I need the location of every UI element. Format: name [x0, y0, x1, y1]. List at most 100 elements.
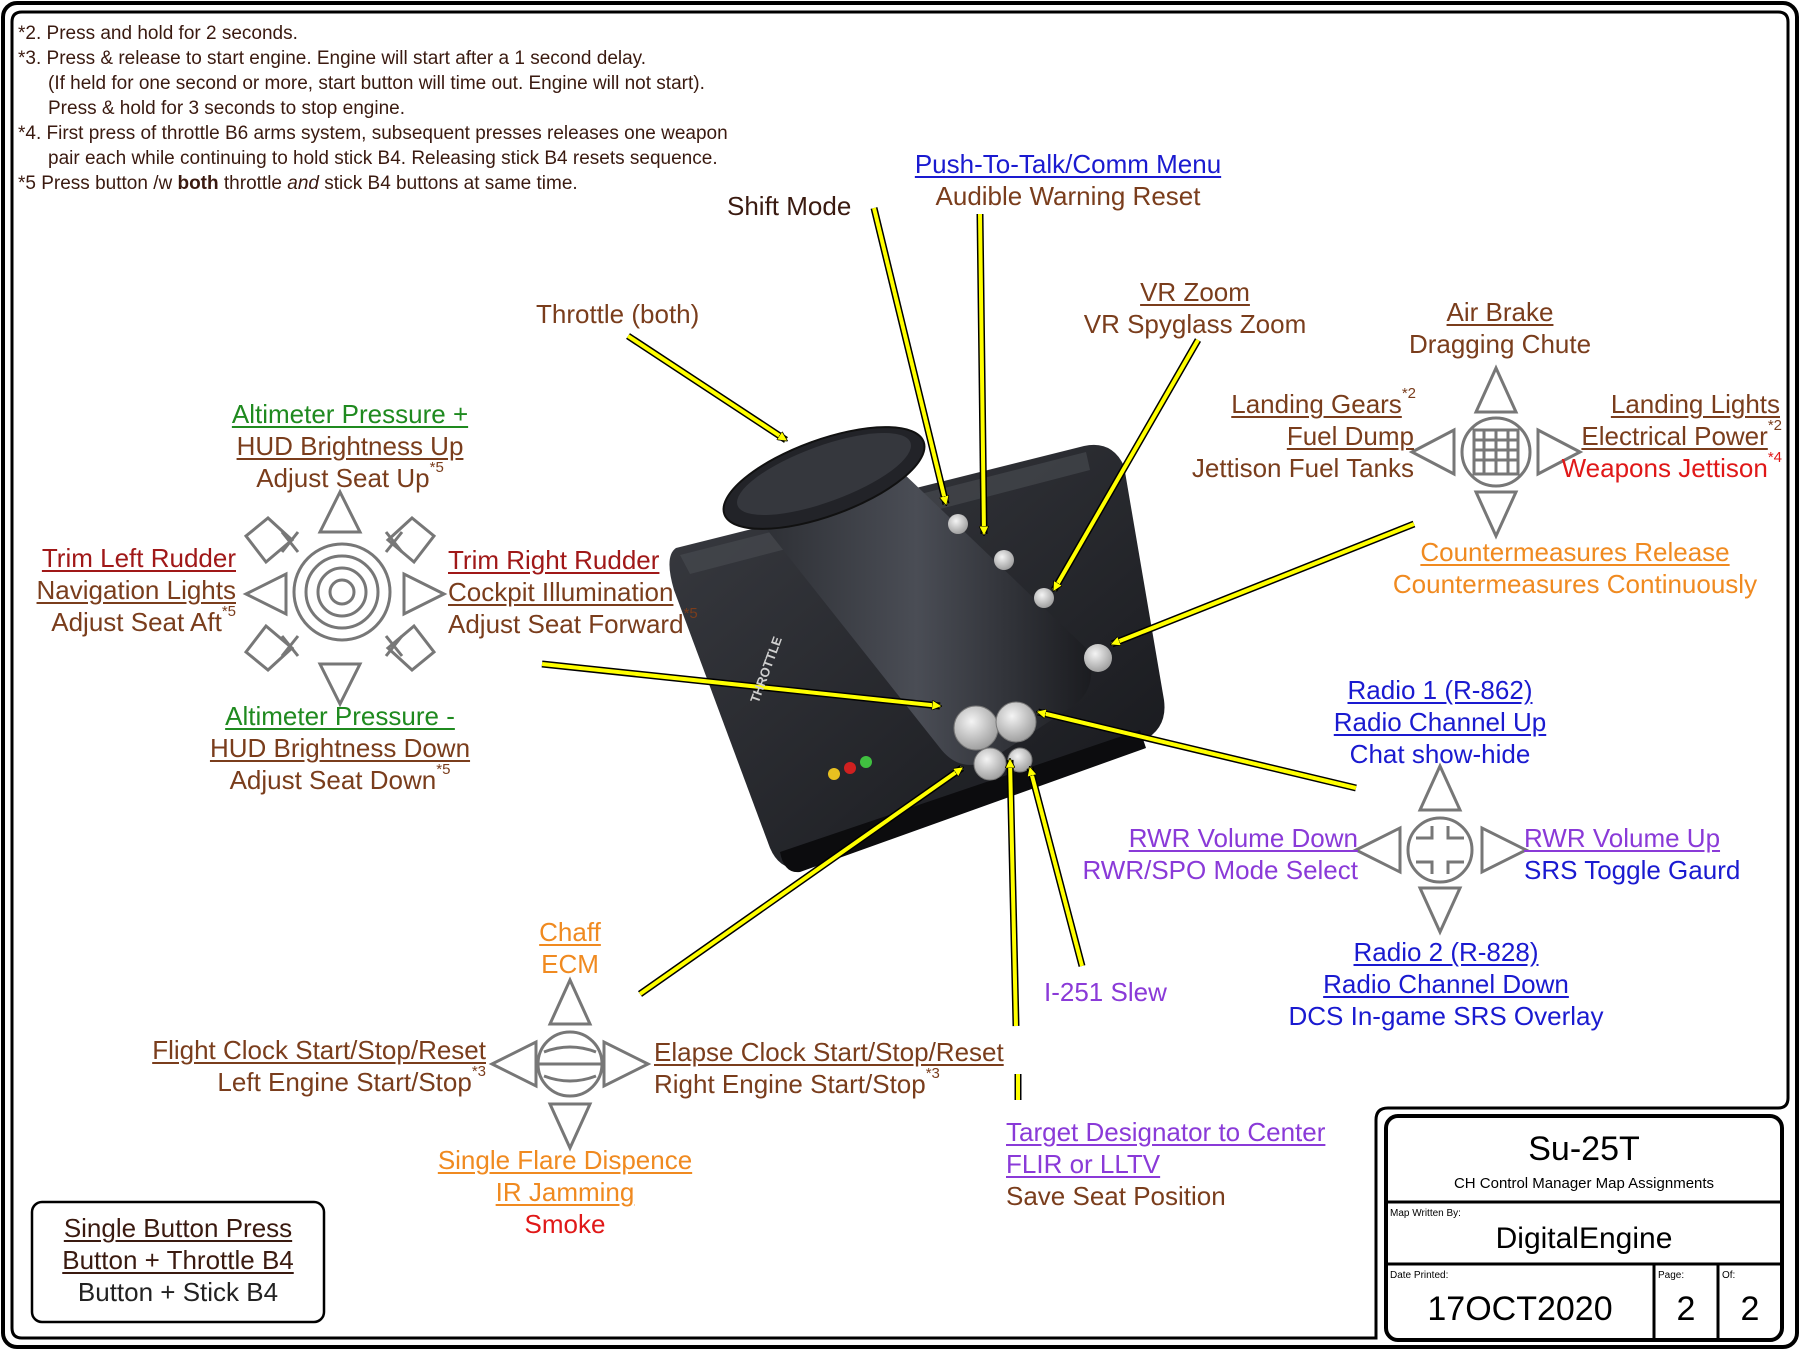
- label-rwr-down: RWR Volume Down: [1128, 823, 1358, 853]
- label-seat-up: Adjust Seat Up*5: [200, 459, 500, 494]
- footnote-mark: *3: [925, 1065, 940, 1082]
- label-trim-right: Trim Right Rudder: [448, 545, 660, 575]
- label-shift-mode: Shift Mode: [727, 191, 852, 221]
- label-vr-zoom: VR Zoom: [1140, 277, 1250, 307]
- footnote-mark: *2: [1767, 417, 1782, 434]
- arrow-cm: [1112, 522, 1415, 644]
- label-left-engine: Left Engine Start/Stop*3: [80, 1063, 486, 1098]
- footnote-mark: *4: [1767, 449, 1782, 466]
- label-jettison-fuel: Jettison Fuel Tanks: [1191, 453, 1414, 483]
- label-elapse-clock: Elapse Clock Start/Stop/Reset: [654, 1037, 1004, 1067]
- left-engine-text: Left Engine Start/Stop: [217, 1067, 472, 1097]
- electrical-power-text: Electrical Power: [1581, 421, 1768, 451]
- label-alt-plus: Altimeter Pressure +: [231, 399, 469, 429]
- label-dragging-chute: Dragging Chute: [1408, 329, 1592, 359]
- footnote-mark: *3: [471, 1063, 486, 1080]
- seat-up-text: Adjust Seat Up: [256, 463, 430, 493]
- footnote-mark: *5: [429, 459, 444, 476]
- label-landing-gears: Landing Gears*2: [1100, 385, 1416, 420]
- throttle-device: [669, 426, 1165, 873]
- footnote-mark: *5: [221, 603, 236, 620]
- note-4a: *4. First press of throttle B6 arms syst…: [18, 123, 728, 144]
- arrow-ptt: [978, 213, 984, 534]
- note-5-pre: *5 Press button /w: [18, 173, 178, 194]
- arrow-clock: [638, 768, 962, 996]
- footnote-mark: *5: [683, 605, 698, 622]
- label-i251: I-251 Slew: [1044, 977, 1167, 1007]
- label-srs-toggle: SRS Toggle Gaurd: [1524, 855, 1741, 885]
- label-chaff: Chaff: [539, 917, 601, 947]
- author-name: DigitalEngine: [1495, 1222, 1673, 1255]
- note-5-bold: both: [177, 173, 219, 194]
- note-3c: Press & hold for 3 seconds to stop engin…: [48, 98, 405, 119]
- footnote-mark: *2: [1401, 385, 1416, 402]
- note-5-mid: throttle: [218, 173, 288, 194]
- label-seat-down: Adjust Seat Down*5: [190, 761, 490, 796]
- radio-hat: [1352, 762, 1530, 936]
- label-radio2: Radio 2 (R-828): [1353, 937, 1539, 967]
- airbrake-hat: [1408, 364, 1584, 540]
- label-rwr-up: RWR Volume Up: [1524, 823, 1721, 853]
- legend-single: Single Button Press: [63, 1213, 293, 1243]
- label-flir: FLIR or LLTV: [1006, 1149, 1161, 1179]
- label-seat-aft: Adjust Seat Aft*5: [14, 603, 236, 638]
- label-smoke: Smoke: [524, 1209, 606, 1239]
- label-chat: Chat show-hide: [1349, 739, 1531, 769]
- clock-hat: [488, 976, 652, 1152]
- aircraft-title: Su-25T: [1528, 1130, 1640, 1168]
- label-hud-down: HUD Brightness Down: [209, 733, 471, 763]
- seat-aft-text: Adjust Seat Aft: [51, 607, 222, 637]
- arrow-shift: [872, 207, 946, 504]
- label-single-flare: Single Flare Dispence: [437, 1145, 693, 1175]
- title-block-frame: [1384, 1114, 1784, 1342]
- label-electrical-power: Electrical Power*2: [1500, 417, 1782, 452]
- label-radio-ch-down: Radio Channel Down: [1323, 969, 1569, 999]
- seat-forward-text: Adjust Seat Forward: [448, 609, 684, 639]
- arrow-radio: [1038, 712, 1357, 790]
- label-dcs-srs: DCS In-game SRS Overlay: [1288, 1001, 1604, 1031]
- label-rwr-spo: RWR/SPO Mode Select: [1082, 855, 1358, 885]
- label-weapons-jettison: Weapons Jettison*4: [1500, 449, 1782, 484]
- label-vr-spyglass: VR Spyglass Zoom: [1083, 309, 1307, 339]
- label-cockpit-illum: Cockpit Illumination: [448, 577, 674, 607]
- date-label: Date Printed:: [1390, 1270, 1449, 1281]
- label-throttle-both: Throttle (both): [536, 299, 700, 329]
- label-ir-jamming: IR Jamming: [495, 1177, 635, 1207]
- x-marks: [280, 531, 404, 657]
- label-hud-up: HUD Brightness Up: [236, 431, 464, 461]
- right-engine-text: Right Engine Start/Stop: [654, 1069, 926, 1099]
- label-nav-lights: Navigation Lights: [36, 575, 236, 605]
- note-5-post: stick B4 buttons at same time.: [318, 173, 578, 194]
- label-fuel-dump: Fuel Dump: [1286, 421, 1414, 451]
- note-2: *2. Press and hold for 2 seconds.: [18, 23, 298, 44]
- label-cm-release: Countermeasures Release: [1420, 537, 1730, 567]
- arrow-target: [1010, 760, 1018, 1027]
- date-printed: 17OCT2020: [1427, 1290, 1613, 1328]
- label-target-designator: Target Designator to Center: [1006, 1117, 1326, 1147]
- arrow-vr: [1052, 339, 1200, 590]
- arrow-i251: [1030, 768, 1084, 967]
- footnote-mark: *5: [436, 761, 451, 778]
- label-landing-lights: Landing Lights: [1610, 389, 1780, 419]
- label-trim-left: Trim Left Rudder: [41, 543, 236, 573]
- page-total: 2: [1740, 1290, 1760, 1328]
- note-3b: (If held for one second or more, start b…: [48, 73, 705, 94]
- label-flight-clock: Flight Clock Start/Stop/Reset: [152, 1035, 486, 1065]
- legend-box: [30, 1200, 326, 1324]
- label-right-engine: Right Engine Start/Stop*3: [654, 1065, 940, 1100]
- rudder-trim-hat: [242, 488, 448, 708]
- label-push-to-talk: Push-To-Talk/Comm Menu: [914, 149, 1222, 179]
- note-4b: pair each while continuing to hold stick…: [48, 148, 718, 169]
- label-save-seat: Save Seat Position: [1006, 1181, 1226, 1211]
- label-alt-minus: Altimeter Pressure -: [225, 701, 455, 731]
- seat-down-text: Adjust Seat Down: [229, 765, 437, 795]
- legend-stick: Button + Stick B4: [77, 1277, 279, 1307]
- page-label: Page:: [1658, 1270, 1685, 1281]
- label-air-brake: Air Brake: [1446, 297, 1554, 327]
- written-by-label: Map Written By:: [1390, 1208, 1461, 1219]
- note-5-italic: and: [287, 173, 319, 194]
- weapons-jettison-text: Weapons Jettison: [1561, 453, 1768, 483]
- label-radio1: Radio 1 (R-862): [1347, 675, 1533, 705]
